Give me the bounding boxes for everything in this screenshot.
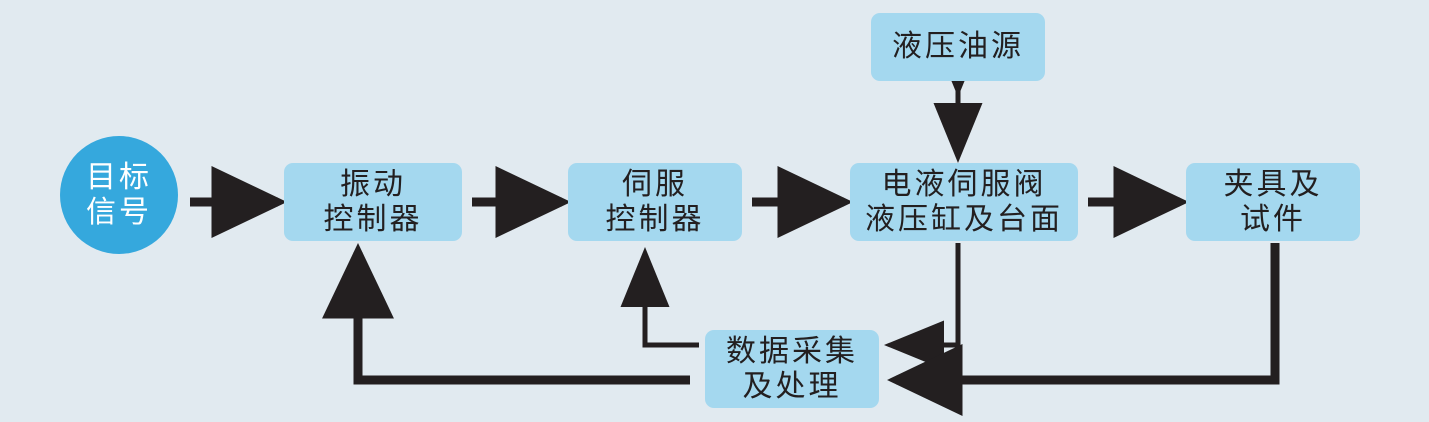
node-data-acquisition-line1: 数据采集 [726, 334, 858, 368]
node-servo-controller-line2: 控制器 [605, 203, 705, 236]
node-data-acquisition-line2: 及处理 [742, 370, 842, 403]
node-fixture-specimen-line1: 夹具及 [1223, 167, 1323, 201]
node-servo-controller-line1: 伺服 [622, 167, 688, 201]
node-data-acquisition[interactable]: 数据采集 及处理 [705, 330, 879, 408]
node-hydraulic-source-line1: 液压油源 [892, 30, 1024, 64]
node-target-signal-line2: 信号 [86, 196, 152, 229]
node-fixture-specimen-line2: 试件 [1240, 203, 1306, 236]
node-vibration-controller-line1: 振动 [340, 167, 406, 201]
node-valve-cylinder-table-line1: 电液伺服阀 [881, 167, 1047, 201]
connector-fixture-to-data-acquisition [887, 243, 1280, 416]
node-fixture-specimen[interactable]: 夹具及 试件 [1186, 163, 1360, 241]
node-vibration-controller-line2: 控制器 [323, 203, 423, 236]
connector-data-acquisition-to-servo-controller [620, 247, 699, 348]
node-valve-cylinder-table-line2: 液压缸及台面 [865, 203, 1063, 236]
node-valve-cylinder-table[interactable]: 电液伺服阀 液压缸及台面 [850, 163, 1078, 241]
node-servo-controller[interactable]: 伺服 控制器 [568, 163, 742, 241]
connector-data-acquisition-to-vibration-controller [322, 243, 690, 385]
connector-valve-to-data-acquisition [884, 243, 961, 370]
node-hydraulic-source[interactable]: 液压油源 [871, 13, 1045, 81]
node-target-signal-line1: 目标 [86, 160, 152, 194]
node-vibration-controller[interactable]: 振动 控制器 [284, 163, 462, 241]
node-target-signal[interactable]: 目标 信号 [60, 136, 178, 254]
